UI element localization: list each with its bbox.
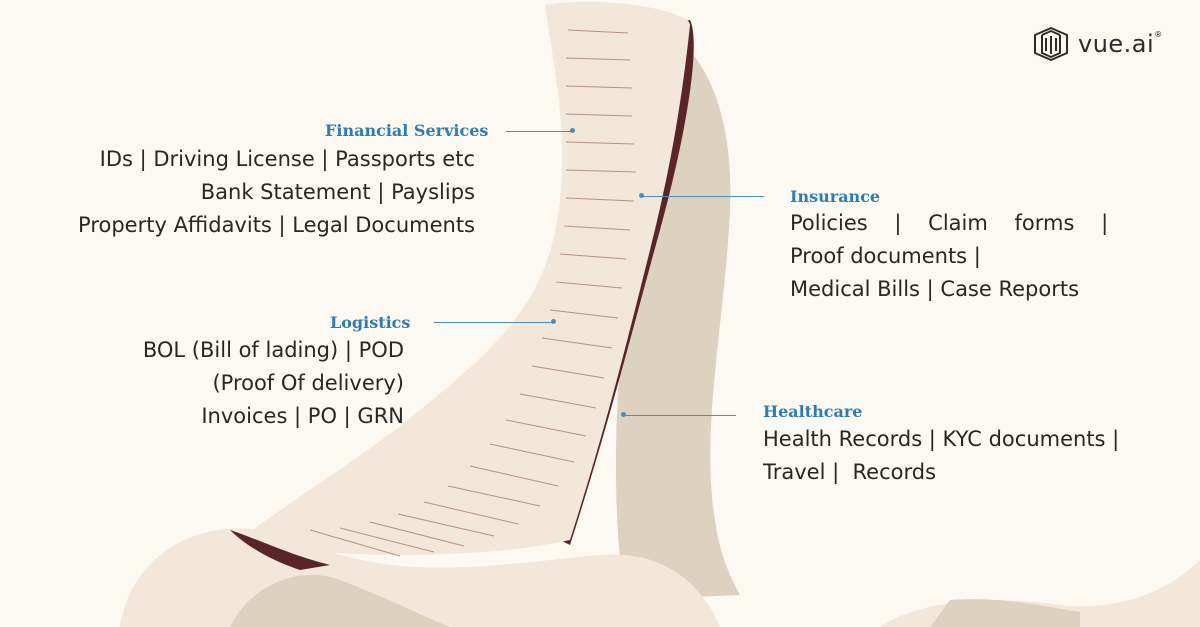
logistics-dot [551,319,556,324]
vue-ai-logo-icon [1034,27,1068,61]
logistics-connector [434,322,554,323]
financial-services-line: Property Affidavits | Legal Documents [78,213,475,237]
financial-services-title: Financial Services [325,121,489,140]
logistics-list: BOL (Bill of lading) | POD (Proof Of del… [143,334,404,433]
financial-services-list: IDs | Driving License | Passports etc Ba… [78,143,475,242]
healthcare-line: Health Records | KYC documents | [763,427,1120,451]
financial-services-line: Bank Statement | Payslips [200,180,475,204]
logistics-line: Invoices | PO | GRN [201,404,404,428]
healthcare-list: Health Records | KYC documents | Travel … [763,423,1119,489]
logistics-line: BOL (Bill of lading) | POD [142,338,404,362]
insurance-connector [642,196,764,197]
insurance-list: Policies | Claim forms | Proof documents… [790,207,1108,306]
financial-services-dot [570,128,575,133]
healthcare-line: Travel | Records [763,460,937,484]
insurance-line: Policies | Claim forms | [790,211,1109,235]
insurance-title: Insurance [790,187,881,206]
vue-ai-wordmark: vue.ai® [1078,30,1163,58]
vue-ai-logo: vue.ai® [1032,24,1163,64]
logistics-line: (Proof Of delivery) [212,371,404,395]
insurance-dot [639,193,644,198]
logistics-title: Logistics [330,313,411,332]
healthcare-title: Healthcare [763,402,863,421]
financial-services-line: IDs | Driving License | Passports etc [99,147,475,171]
healthcare-dot [621,412,626,417]
financial-services-connector [506,131,573,132]
insurance-line: Proof documents | [790,244,981,268]
insurance-line: Medical Bills | Case Reports [790,277,1080,301]
healthcare-connector [624,415,736,416]
